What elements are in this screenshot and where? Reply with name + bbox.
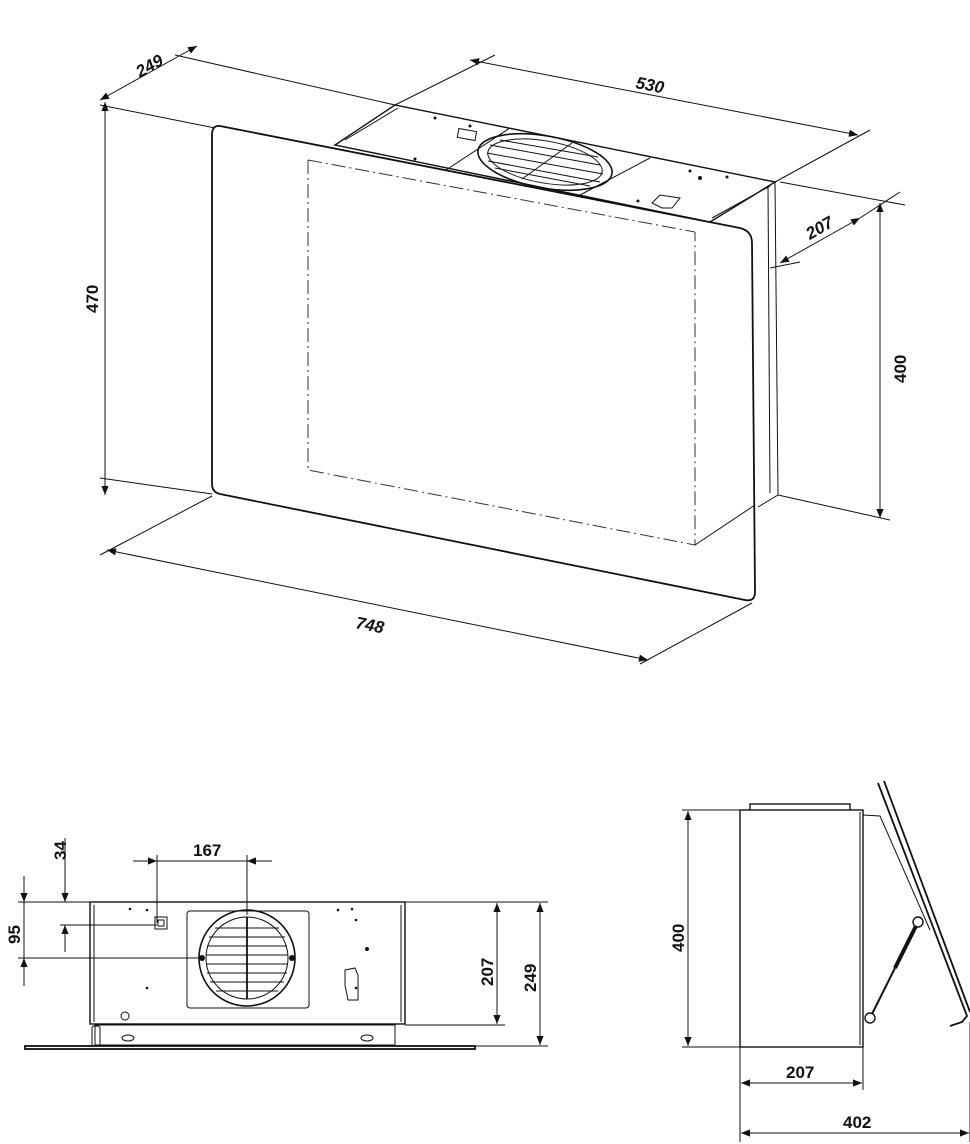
front-view: 167 34 95 207 249 bbox=[5, 838, 548, 1050]
hinge-arm bbox=[862, 814, 931, 931]
dim-400-side: 400 bbox=[669, 809, 740, 1048]
top-rail-right bbox=[711, 185, 771, 219]
power-socket bbox=[154, 916, 168, 930]
dim-34: 34 bbox=[51, 838, 157, 952]
mounting-holes bbox=[128, 907, 369, 990]
dim-207-front: 207 bbox=[405, 901, 548, 1047]
dim-label: 95 bbox=[5, 925, 24, 944]
dim-label: 207 bbox=[802, 212, 838, 244]
dim-label: 167 bbox=[193, 841, 221, 860]
box-bottom-edge bbox=[694, 504, 756, 546]
lower-plate bbox=[94, 1024, 396, 1046]
dim-400-iso: 400 bbox=[777, 203, 910, 521]
top-grille bbox=[477, 133, 613, 191]
dim-748: 748 bbox=[99, 495, 753, 665]
dim-label: 34 bbox=[51, 841, 70, 860]
dim-207-side: 207 bbox=[739, 1047, 864, 1142]
gas-strut bbox=[864, 916, 924, 1024]
dim-label: 249 bbox=[132, 51, 167, 82]
dim-207-iso: 207 bbox=[769, 181, 906, 269]
box-top-plate bbox=[333, 104, 777, 223]
cable-cutout bbox=[344, 967, 359, 1001]
isometric-view: 249 530 207 400 470 74 bbox=[83, 45, 910, 665]
glass-panel-open bbox=[877, 780, 970, 1027]
glass-panel bbox=[211, 125, 756, 602]
dim-167: 167 bbox=[133, 841, 272, 923]
dim-label: 400 bbox=[891, 355, 910, 383]
dim-label: 748 bbox=[354, 613, 386, 637]
top-rail-left bbox=[344, 107, 399, 141]
dim-label: 470 bbox=[83, 285, 102, 313]
dim-label: 207 bbox=[478, 958, 497, 986]
dim-label: 400 bbox=[669, 924, 688, 952]
box-body bbox=[739, 809, 864, 1048]
dim-label: 249 bbox=[521, 964, 540, 992]
hidden-box-outline bbox=[307, 159, 696, 546]
dim-249-front: 249 bbox=[521, 903, 544, 1045]
screw bbox=[120, 1011, 130, 1021]
box-edge bbox=[767, 185, 771, 494]
side-view: 400 207 402 bbox=[669, 780, 970, 1142]
dim-95: 95 bbox=[5, 876, 200, 986]
glass-panel-edge bbox=[24, 1045, 476, 1050]
dim-label: 530 bbox=[634, 73, 666, 97]
dim-label: 207 bbox=[786, 1063, 814, 1082]
grille-plate bbox=[186, 910, 310, 1009]
dim-402: 402 bbox=[741, 1022, 970, 1142]
grille-panel-edge bbox=[579, 157, 651, 196]
dim-249-iso: 249 bbox=[99, 45, 396, 129]
cable-cutout bbox=[651, 194, 681, 209]
dim-470: 470 bbox=[83, 102, 213, 495]
dim-label: 402 bbox=[843, 1113, 871, 1132]
